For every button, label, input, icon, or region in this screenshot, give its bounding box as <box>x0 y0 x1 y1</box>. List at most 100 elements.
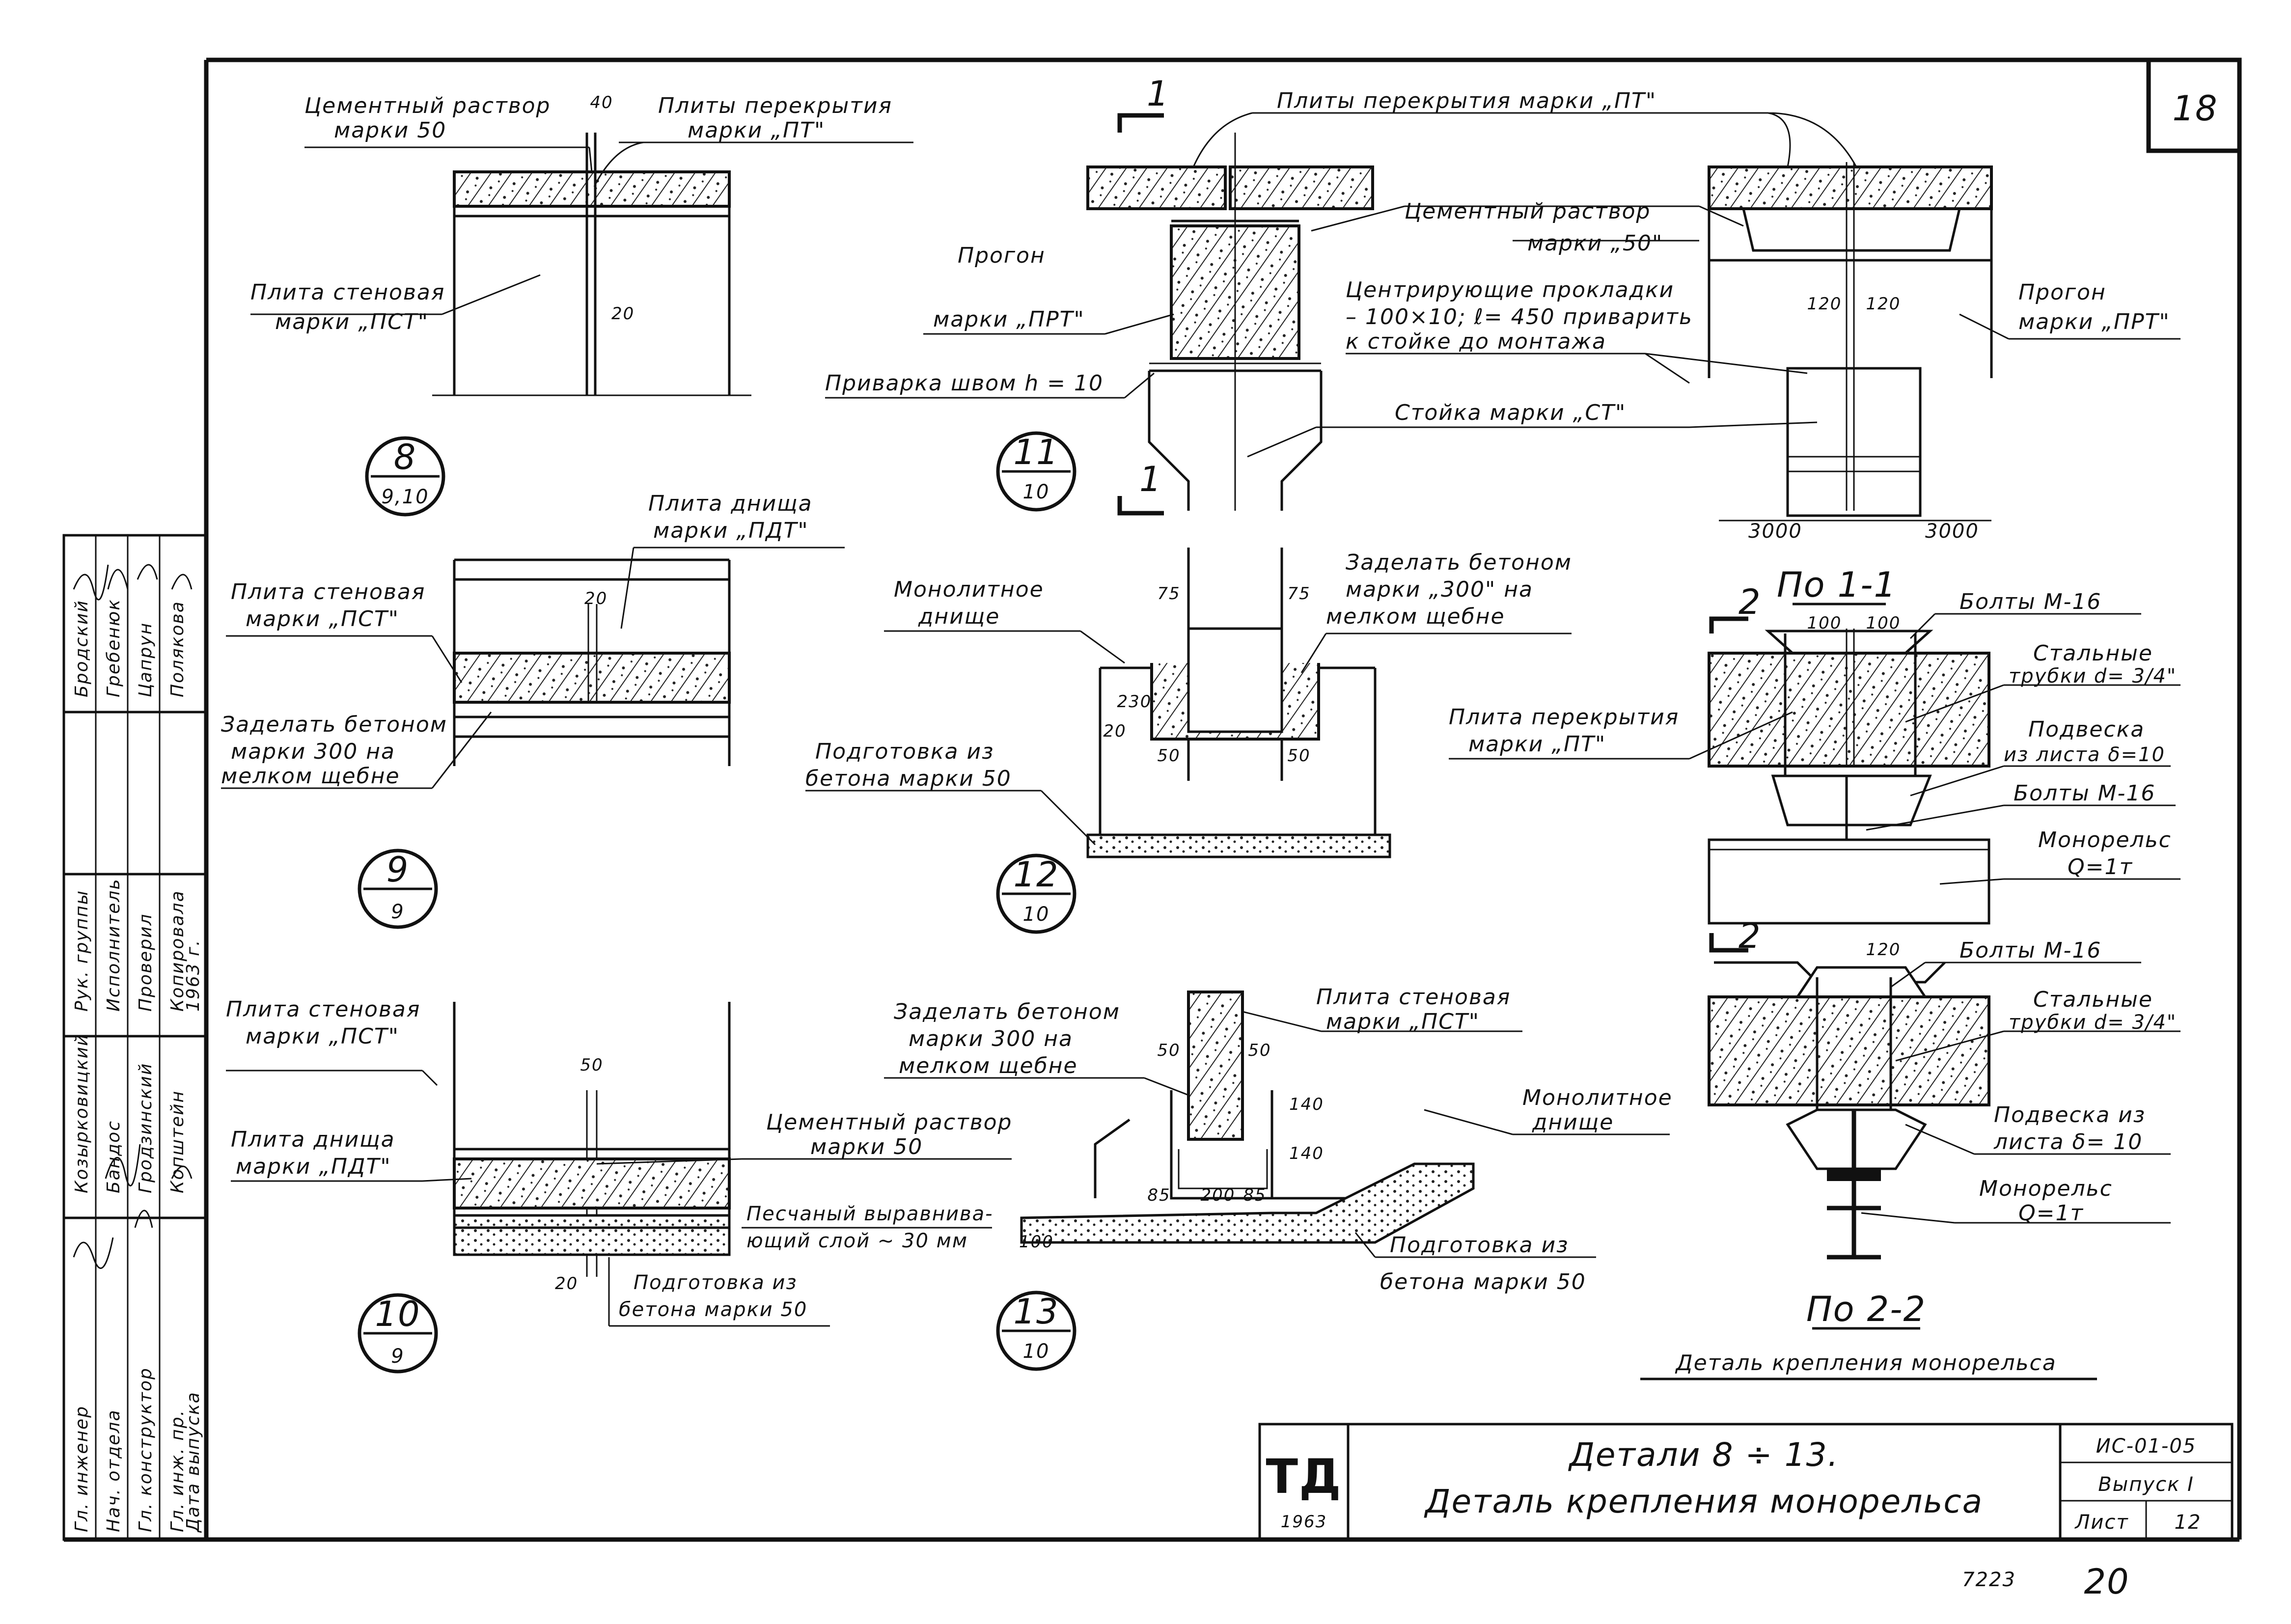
sheet-number: 18 <box>2172 88 2218 129</box>
detail13-dim-50b: 50 <box>1248 1041 1271 1060</box>
section11-hanger <box>1771 774 1932 826</box>
stamp-role-9: Копировала <box>167 890 188 1012</box>
detail10-sand-label2: ющий слой ~ 30 мм <box>746 1230 968 1252</box>
section11-tubes-label2: трубки d= 3/4" <box>2009 665 2177 688</box>
stamp-name-9: Полякова <box>167 601 188 697</box>
detail10-bottom-label: Плита днища <box>231 1127 395 1152</box>
detail-12: Монолитное днище Заделать бетоном марки … <box>805 548 1572 934</box>
section22-tubes-label2: трубки d= 3/4" <box>2009 1011 2177 1034</box>
detail13-wall <box>1187 991 1244 1141</box>
section11-hanger-label: Подвеска <box>2028 717 2145 742</box>
section11-mark: 2 <box>1739 582 1762 622</box>
detail12-dim-50a: 50 <box>1157 746 1180 766</box>
detail11-beam-right-label: Прогон <box>2018 280 2106 305</box>
detail-9: Плита днища марки „ПДТ" Плита стеновая м… <box>221 491 845 929</box>
title-block: ТД 1963 Детали 8 ÷ 13. Деталь крепления … <box>1258 1423 2234 1602</box>
detail13-prep-label: Подготовка из <box>1390 1233 1569 1258</box>
detail10-prep <box>453 1226 731 1256</box>
stamp-name-1: Козырковицкий <box>72 1034 92 1193</box>
section11-slab <box>1708 652 1990 768</box>
section11-rail-label2: Q=1т <box>2068 854 2133 880</box>
detail8-mark-num: 8 <box>394 437 417 477</box>
detail13-prep <box>1020 1162 1475 1244</box>
detail8-slab <box>453 170 731 208</box>
detail13-dim-85: 85 <box>1147 1185 1170 1205</box>
detail11-mortar-label2: марки „50" <box>1527 231 1663 256</box>
detail9-fill-label2: марки 300 на <box>231 739 395 764</box>
section11-rail <box>1708 838 1990 925</box>
section-2-2: 120 Болты М-16 Стальные трубки d= 3/4" П… <box>1640 938 2181 1380</box>
sheet-title-line2: Деталь крепления монорельса <box>1424 1483 1983 1520</box>
stamp-name-7: Гребенюк <box>104 599 124 697</box>
detail12-dim-230: 230 <box>1117 692 1152 712</box>
detail11-side-slab <box>1708 165 1993 210</box>
detail13-mono-label: Монолитное <box>1522 1085 1673 1110</box>
detail9-fill-label3: мелком щебне <box>221 764 400 789</box>
detail10-wall-label: Плита стеновая <box>226 997 420 1022</box>
section22-rail-label2: Q=1т <box>2018 1201 2084 1226</box>
list-label: Лист <box>2074 1511 2128 1534</box>
detail8-slab-label2: марки „ПТ" <box>688 118 825 143</box>
bottom-number: 7223 <box>1962 1569 2016 1591</box>
section11-mark-bottom: 2 <box>1739 916 1762 956</box>
detail11-mark-num: 11 <box>1013 432 1059 472</box>
section11-dim-a: 100 <box>1807 613 1842 633</box>
detail11-dim-span2: 3000 <box>1925 520 1979 543</box>
section11-hanger-label2: из листа δ=10 <box>2004 743 2165 766</box>
stamp-name-4: Копштейн <box>167 1090 188 1193</box>
detail12-prep-label2: бетона марки 50 <box>805 766 1012 791</box>
doc-code: ИС-01-05 <box>2096 1435 2197 1458</box>
detail9-slab <box>453 652 731 704</box>
detail12-fill-label: Заделать бетоном <box>1346 550 1572 575</box>
list-value: 12 <box>2175 1511 2202 1534</box>
bottom-page: 20 <box>2084 1562 2129 1602</box>
signatures <box>73 564 193 1269</box>
detail11-section-mark-bottom: 1 <box>1139 459 1162 499</box>
stamp-name-3: Гродзинский <box>136 1063 156 1193</box>
detail11-mortar-label: Цементный раствор <box>1405 199 1651 224</box>
section22-bolts-label: Болты М-16 <box>1960 938 2101 963</box>
section11-title: По 1-1 <box>1777 565 1897 605</box>
detail11-dim-b: 120 <box>1866 294 1901 314</box>
stamp-name-2: Бандос <box>104 1120 124 1193</box>
detail8-wall-label2: марки „ПСТ" <box>275 309 429 334</box>
detail8-mortar-label2: марки 50 <box>334 118 446 143</box>
detail10-mark-num: 10 <box>375 1294 420 1334</box>
stamp-role-1: Гл. инженер <box>72 1405 92 1532</box>
stamp-role-2: Нач. отдела <box>104 1409 124 1532</box>
stamp-name-6: Бродский <box>72 600 92 697</box>
detail10-dim-bottom: 20 <box>555 1274 578 1294</box>
section11-dim-b: 100 <box>1866 613 1901 633</box>
sheet-title-line1: Детали 8 ÷ 13. <box>1568 1436 1839 1474</box>
detail13-prep-label2: бетона марки 50 <box>1380 1269 1586 1294</box>
detail8-mark-ref: 9,10 <box>381 486 429 508</box>
detail12-mono-label2: днище <box>918 604 1000 629</box>
detail12-prep <box>1086 833 1391 858</box>
detail13-dim-85b: 85 <box>1243 1185 1266 1205</box>
detail-13: Заделать бетоном марки 300 на мелком щеб… <box>884 985 1673 1371</box>
section22-bolts <box>1827 1169 1881 1181</box>
detail11-beam-label2: марки „ПРТ" <box>933 307 1085 332</box>
detail12-fill-label2: марки „300" на <box>1346 577 1533 602</box>
issue: Выпуск I <box>2098 1473 2194 1496</box>
detail11-slab-right <box>1229 165 1374 210</box>
stamp-role-3: Гл. конструктор <box>136 1367 156 1532</box>
section11-bolts-label: Болты М-16 <box>1960 589 2101 614</box>
detail11-beam-right-label2: марки „ПРТ" <box>2018 309 2170 334</box>
detail-8: Цементный раствор марки 50 40 Плиты пере… <box>250 93 913 517</box>
detail11-post-label: Стойка марки „СТ" <box>1395 400 1626 425</box>
detail12-fill-label3: мелком щебне <box>1326 604 1505 629</box>
detail12-mark-ref: 10 <box>1023 903 1050 926</box>
detail13-mark-num: 13 <box>1013 1292 1059 1332</box>
section22-rail-label: Монорельс <box>1979 1176 2113 1201</box>
detail10-sand <box>453 1214 731 1229</box>
detail11-pads-label2: – 100×10; ℓ= 450 приварить <box>1346 304 1693 330</box>
detail13-dim-200: 200 <box>1201 1185 1236 1205</box>
detail11-section-mark-top: 1 <box>1147 74 1170 114</box>
section-1-1: По 1-1 2 2 100 100 Болты М-16 Стальные т… <box>1449 565 2181 956</box>
detail13-fill-label2: марки 300 на <box>909 1026 1073 1051</box>
detail13-dim-140a: 140 <box>1289 1095 1324 1114</box>
detail9-bottom-label2: марки „ПДТ" <box>653 518 809 543</box>
detail12-prep-label: Подготовка из <box>815 739 994 764</box>
detail11-dim-span1: 3000 <box>1748 520 1802 543</box>
